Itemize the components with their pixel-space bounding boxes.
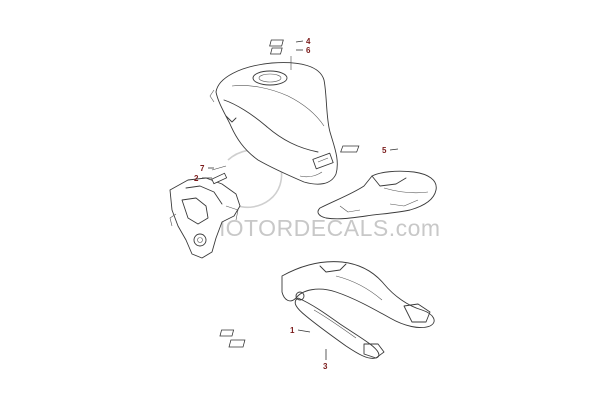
- callout-6: 6: [306, 46, 311, 55]
- decal-3: [228, 339, 246, 348]
- callout-2: 2: [194, 174, 199, 183]
- axle-block-lower: [363, 343, 385, 359]
- swingarm-brace-line: [335, 275, 383, 301]
- steering-stem-bolt-center: [197, 237, 203, 243]
- decal-1: [219, 329, 235, 337]
- leader-1: [297, 329, 311, 333]
- pivot-bolt: [295, 291, 305, 301]
- fuel-cap: [252, 70, 288, 86]
- cowl-front-notch: [339, 205, 361, 213]
- leader-4: [295, 40, 304, 43]
- tank-body: [215, 62, 338, 185]
- tank-side-bracket: [225, 115, 237, 123]
- tank-top-decals: [269, 39, 292, 70]
- cowl-underside-line: [389, 199, 419, 207]
- callout-7: 7: [200, 164, 205, 173]
- watermark-text: MOTORDECALS.com: [206, 215, 441, 241]
- swingarm-lower-arm: [294, 297, 380, 359]
- fuel-tank: [209, 62, 338, 185]
- cowl-top-edge: [371, 175, 407, 187]
- leader-5: [389, 148, 399, 151]
- clamp-body: [169, 177, 241, 259]
- swingarm: [219, 261, 435, 359]
- swingarm-pivot-top: [319, 263, 347, 273]
- tank-crease-line: [223, 99, 319, 153]
- callout-leaders: [202, 40, 399, 360]
- callout-5: 5: [382, 146, 387, 155]
- clamp-right-ear: [225, 205, 239, 221]
- tank-highlight-line: [231, 85, 325, 127]
- fuel-cap-inner: [258, 73, 282, 83]
- cowl-body: [317, 170, 437, 220]
- tank-front-mount: [209, 89, 215, 103]
- handlebar-assembly: [169, 165, 241, 259]
- callout-1: 1: [290, 326, 295, 335]
- decal-4: [269, 39, 284, 47]
- steering-stem-bolt: [193, 233, 207, 247]
- seat-cowl: [317, 145, 437, 220]
- decal-6: [270, 47, 283, 55]
- swingarm-lower-brace-line: [313, 309, 357, 339]
- tank-rear-mount-detail: [317, 157, 329, 163]
- decal-2: [211, 172, 228, 185]
- tank-rear-mount: [312, 152, 334, 170]
- clamp-top-edge: [185, 185, 223, 205]
- swingarm-main-arm: [281, 261, 435, 329]
- cowl-side-line: [383, 187, 429, 194]
- decal-5: [340, 145, 360, 153]
- decal-7: [211, 165, 227, 171]
- tank-bottom-edge: [299, 171, 323, 178]
- callout-4: 4: [306, 37, 311, 46]
- clamp-left-ear: [169, 213, 177, 227]
- callout-3: 3: [323, 362, 328, 371]
- axle-block-upper: [403, 303, 431, 323]
- callout-labels: 4 6 5 7 2 1 3: [194, 37, 387, 371]
- clamp-inner-recess: [181, 197, 209, 225]
- watermark: MOTORDECALS.com: [206, 149, 441, 241]
